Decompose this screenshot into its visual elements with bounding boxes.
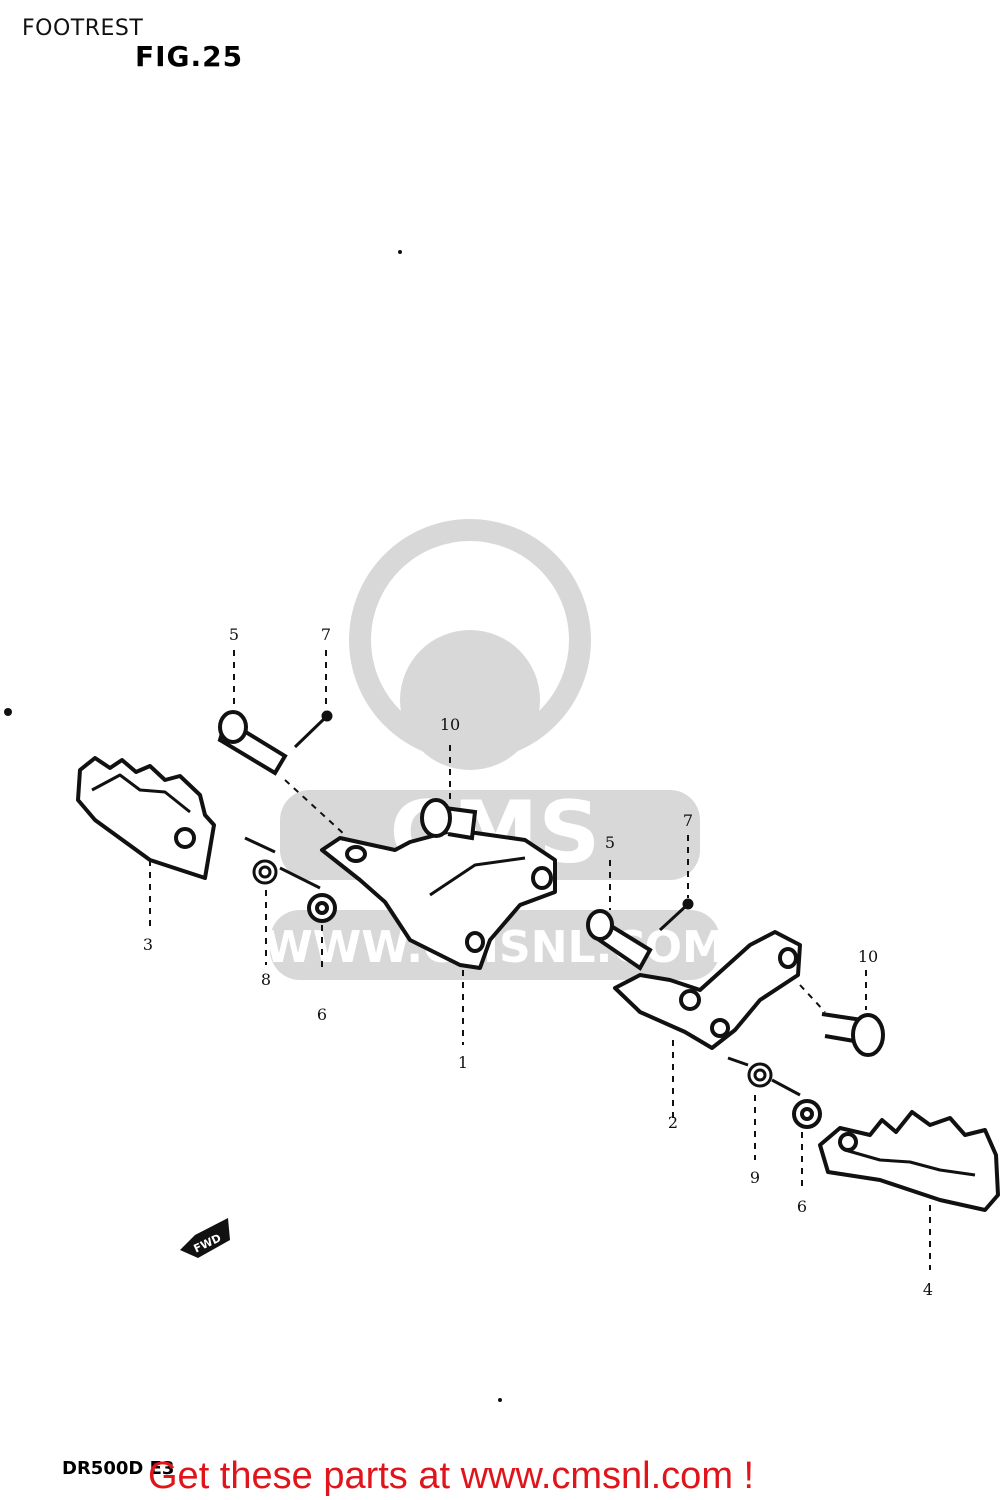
pin-right[interactable] (586, 860, 653, 971)
cotter-pin-right[interactable] (658, 835, 694, 932)
callout-6-left: 6 (317, 1005, 327, 1024)
cotter-pin-left[interactable] (293, 650, 333, 749)
print-speck (498, 1398, 502, 1402)
washer-right[interactable] (792, 1099, 822, 1192)
callout-7-left: 7 (321, 625, 331, 644)
footrest-bracket-left[interactable] (320, 828, 557, 1045)
print-speck (398, 250, 402, 254)
footrest-bracket-right[interactable] (613, 930, 802, 1120)
callout-8: 8 (261, 970, 271, 989)
shop-banner-link[interactable]: Get these parts at www.cmsnl.com ! (148, 1455, 755, 1497)
spring-right[interactable] (727, 1056, 801, 1160)
callout-5-left: 5 (229, 625, 239, 644)
print-speck (4, 708, 12, 716)
callout-3: 3 (143, 935, 153, 954)
forward-direction-arrow (180, 1218, 230, 1258)
bolt-left[interactable] (420, 745, 478, 841)
callout-6-right: 6 (797, 1197, 807, 1216)
spring-left[interactable] (244, 836, 321, 965)
callout-5-right: 5 (605, 833, 615, 852)
callout-7-right: 7 (683, 811, 693, 830)
callout-10-left: 10 (440, 715, 460, 734)
footpeg-left[interactable] (76, 756, 216, 930)
callout-9: 9 (750, 1168, 760, 1187)
callout-4: 4 (923, 1280, 933, 1299)
pin-left[interactable] (217, 650, 346, 836)
washer-left[interactable] (307, 893, 337, 970)
callout-10-right: 10 (858, 947, 878, 966)
model-code: DR500D E3 (62, 1458, 175, 1479)
callout-1: 1 (458, 1053, 468, 1072)
bolt-right[interactable] (799, 970, 885, 1057)
figure-number: FIG.25 (135, 40, 244, 73)
callout-2: 2 (668, 1113, 678, 1132)
footpeg-right[interactable] (818, 1110, 1000, 1270)
page-title: FOOTREST (22, 16, 144, 41)
